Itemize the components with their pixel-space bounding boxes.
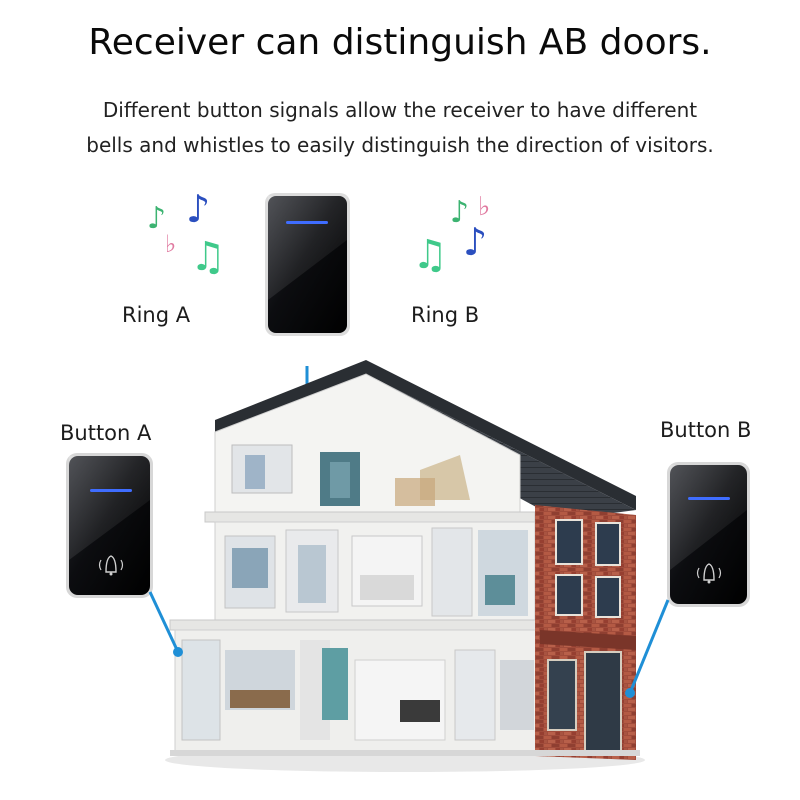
page-title: Receiver can distinguish AB doors. [88,22,712,63]
svg-text:♫: ♫ [412,232,448,278]
button-b-label: Button B [660,418,752,442]
music-notes-icon-right: ♪ ♭ ♫ ♪ [412,192,490,278]
receiver-device [265,193,350,336]
button-a-device [66,453,153,598]
button-b-signal-line [628,599,670,694]
music-notes-icon-left: ♪ ♪ ♭ ♫ [147,187,226,280]
svg-text:♪: ♪ [463,220,487,264]
subtitle-line-1: Different button signals allow the recei… [102,98,698,122]
svg-text:♫: ♫ [190,234,226,280]
ring-b-label: Ring B [411,303,480,327]
button-a-label: Button A [60,421,152,445]
button-b-device [667,462,750,607]
bell-icon [98,555,124,576]
svg-text:♭: ♭ [478,192,490,222]
bell-icon [696,563,722,584]
house-illustration [165,360,645,772]
svg-text:♪: ♪ [450,195,469,230]
ring-a-label: Ring A [122,303,191,327]
svg-text:♪: ♪ [147,201,166,236]
subtitle-line-2: bells and whistles to easily distinguish… [86,133,714,157]
button-a-signal-line [148,591,180,653]
svg-text:♪: ♪ [186,187,210,231]
svg-text:♭: ♭ [165,230,176,258]
